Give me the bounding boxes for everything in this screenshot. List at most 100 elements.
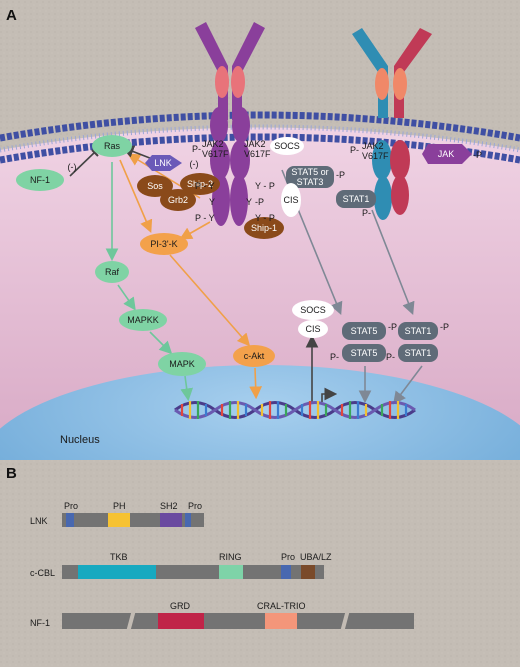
nf1-bar bbox=[62, 613, 414, 629]
ccbl-domain-map: c-CBL TKB RING Pro UBA/LZ bbox=[30, 552, 332, 579]
svg-text:-P: -P bbox=[388, 322, 397, 332]
panel-b-background bbox=[0, 460, 520, 667]
jak2-left-line2: V617F bbox=[202, 149, 229, 159]
ccbl-tkb-domain bbox=[78, 565, 156, 579]
lnk-protein: LNK (-) bbox=[145, 155, 199, 171]
jak2-right-phospho: P- bbox=[350, 145, 359, 155]
jak2-left-line1: JAK2 bbox=[202, 139, 224, 149]
svg-text:SH2: SH2 bbox=[160, 501, 178, 511]
svg-text:P-: P- bbox=[362, 208, 371, 218]
lnk-label: LNK bbox=[154, 158, 172, 168]
jak2-left-phospho: P- bbox=[192, 144, 201, 154]
cakt-protein: c-Akt bbox=[233, 345, 275, 367]
jak2-right-line2: V617F bbox=[362, 151, 389, 161]
lnk-sh2-domain bbox=[160, 513, 182, 527]
raf-protein: Raf bbox=[95, 261, 129, 283]
svg-text:-P: -P bbox=[336, 170, 345, 180]
svg-text:-P: -P bbox=[473, 150, 482, 160]
jak2-right-line1: JAK2 bbox=[362, 141, 384, 151]
nf1-protein: NF-1 (-) bbox=[16, 162, 77, 191]
mapk-label: MAPK bbox=[169, 359, 195, 369]
svg-text:P - Y: P - Y bbox=[195, 181, 215, 191]
epo-receptor-dimer bbox=[195, 22, 265, 226]
panel-b-label: B bbox=[6, 465, 17, 482]
svg-text:STAT1: STAT1 bbox=[405, 326, 432, 336]
grb2-label: Grb2 bbox=[168, 195, 188, 205]
phospho-tyrosines: P - Y Y - P Y Y -P P - Y Y - P bbox=[195, 181, 275, 223]
jak-protein: JAK -P bbox=[422, 144, 482, 164]
svg-text:STAT3: STAT3 bbox=[297, 177, 324, 187]
dna-helix bbox=[174, 401, 416, 419]
socs-membrane-label: SOCS bbox=[274, 141, 300, 151]
pi3k-protein: PI-3'-K bbox=[140, 233, 188, 255]
stat5-dimer: STAT5 -P STAT5 P- bbox=[330, 322, 397, 362]
svg-text:SOCS: SOCS bbox=[300, 305, 326, 315]
cis-nuclear-protein: CIS bbox=[298, 320, 328, 338]
stat1-membrane-protein: STAT1 P- bbox=[336, 190, 376, 218]
ccbl-pro-domain bbox=[281, 565, 291, 579]
lnk-inhibit-label: (-) bbox=[190, 159, 199, 169]
lnk-bar bbox=[62, 513, 204, 527]
ras-label: Ras bbox=[104, 141, 121, 151]
svg-text:RING: RING bbox=[219, 552, 242, 562]
svg-text:GRD: GRD bbox=[170, 601, 191, 611]
lnk-pro-domain-2 bbox=[185, 513, 191, 527]
svg-text:CIS: CIS bbox=[283, 195, 298, 205]
nf1-bar-label: NF-1 bbox=[30, 618, 50, 628]
nf1-cral-trio-domain bbox=[265, 613, 297, 629]
ship2-protein: Ship-2 bbox=[180, 173, 220, 195]
ccbl-bar-label: c-CBL bbox=[30, 568, 55, 578]
svg-text:TKB: TKB bbox=[110, 552, 128, 562]
cis-membrane-protein: CIS bbox=[281, 183, 301, 217]
svg-text:STAT5: STAT5 bbox=[351, 326, 378, 336]
svg-text:Y - P: Y - P bbox=[255, 181, 275, 191]
stat1-dimer: STAT1 -P STAT1 P- bbox=[386, 322, 449, 362]
ship1-label: Ship-1 bbox=[251, 223, 277, 233]
mapkk-label: MAPKK bbox=[127, 315, 159, 325]
nucleus-label: Nucleus bbox=[60, 434, 100, 446]
stat5-or-stat3-protein: STAT5 or STAT3 -P bbox=[286, 166, 345, 188]
lnk-domain-map: LNK Pro PH SH2 Pro bbox=[30, 501, 204, 527]
svg-text:P-: P- bbox=[330, 352, 339, 362]
svg-text:Y - P: Y - P bbox=[255, 213, 275, 223]
svg-text:STAT5: STAT5 bbox=[351, 348, 378, 358]
mapk-protein: MAPK bbox=[158, 352, 206, 376]
ship2-label: Ship-2 bbox=[187, 179, 213, 189]
jak-label: JAK bbox=[438, 149, 455, 159]
sos-label: Sos bbox=[147, 181, 163, 191]
ccbl-ring-domain bbox=[219, 565, 243, 579]
svg-text:Pro: Pro bbox=[281, 552, 295, 562]
socs-membrane-protein: SOCS bbox=[270, 137, 304, 155]
lnk-bar-label: LNK bbox=[30, 516, 48, 526]
sos-protein: Sos bbox=[137, 175, 173, 197]
socs-nuclear-protein: SOCS bbox=[292, 300, 334, 320]
svg-text:STAT1: STAT1 bbox=[343, 194, 370, 204]
svg-text:STAT5 or: STAT5 or bbox=[291, 167, 328, 177]
nf1-label: NF-1 bbox=[30, 175, 50, 185]
svg-text:-P: -P bbox=[255, 197, 264, 207]
ship1-protein: Ship-1 bbox=[244, 217, 284, 239]
lnk-pro-domain-1 bbox=[66, 513, 74, 527]
mapkk-protein: MAPKK bbox=[119, 309, 167, 331]
svg-text:STAT1: STAT1 bbox=[405, 348, 432, 358]
svg-text:Pro: Pro bbox=[64, 501, 78, 511]
nf1-grd-domain bbox=[158, 613, 204, 629]
svg-text:CRAL-TRIO: CRAL-TRIO bbox=[257, 601, 306, 611]
svg-text:Pro: Pro bbox=[188, 501, 202, 511]
svg-text:Y: Y bbox=[209, 197, 215, 207]
panel-a-label: A bbox=[6, 7, 17, 24]
ras-protein: Ras bbox=[92, 135, 132, 157]
lnk-ph-domain bbox=[108, 513, 130, 527]
pi3k-label: PI-3'-K bbox=[150, 239, 177, 249]
raf-label: Raf bbox=[105, 267, 120, 277]
nf1-break-1 bbox=[125, 605, 137, 637]
svg-text:P-: P- bbox=[386, 352, 395, 362]
nf1-inhibit-label: (-) bbox=[68, 162, 77, 172]
nf1-break-2 bbox=[339, 605, 351, 637]
ccbl-uba-domain bbox=[301, 565, 315, 579]
jak2-mid-line1: JAK2 bbox=[244, 139, 266, 149]
svg-text:Y: Y bbox=[246, 197, 252, 207]
svg-text:P - Y: P - Y bbox=[195, 213, 215, 223]
